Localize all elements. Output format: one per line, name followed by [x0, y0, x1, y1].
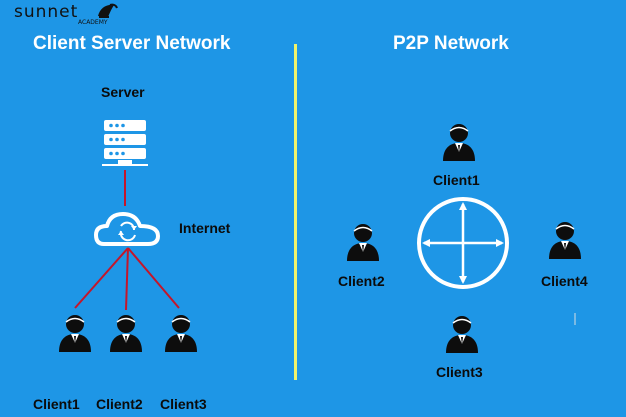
client-label: Client1: [33, 396, 80, 412]
client-label: Client1: [433, 172, 480, 188]
client-server-title: Client Server Network: [33, 33, 231, 54]
client-label: Client4: [541, 273, 588, 289]
cloud-icon: [94, 212, 160, 246]
client-icon: [110, 315, 142, 352]
server-icon: [102, 120, 148, 166]
client-icon: [443, 124, 475, 161]
logo: sunnet ACADEMY: [14, 2, 124, 30]
client-icon: [347, 224, 379, 261]
logo-subtitle: ACADEMY: [78, 19, 108, 26]
client-icon: [446, 316, 478, 353]
logo-text: sunnet: [14, 2, 79, 22]
internet-label: Internet: [179, 220, 231, 236]
internet-to-client3-link: [127, 247, 180, 309]
server-label: Server: [101, 84, 145, 100]
p2p-title: P2P Network: [393, 33, 509, 54]
client-label: Client2: [96, 396, 143, 412]
helmet-logo-icon: [98, 3, 118, 18]
internet-to-client1-link: [74, 247, 129, 309]
client-label: Client2: [338, 273, 385, 289]
section-divider: [294, 44, 297, 380]
client-icon: [165, 315, 197, 352]
client-label: Client3: [436, 364, 483, 380]
internet-to-client2-link: [125, 247, 129, 311]
client-icon: [59, 315, 91, 352]
client-label: Client3: [160, 396, 207, 412]
p2p-connection-icon: [417, 197, 509, 289]
client-icon: [549, 222, 581, 259]
